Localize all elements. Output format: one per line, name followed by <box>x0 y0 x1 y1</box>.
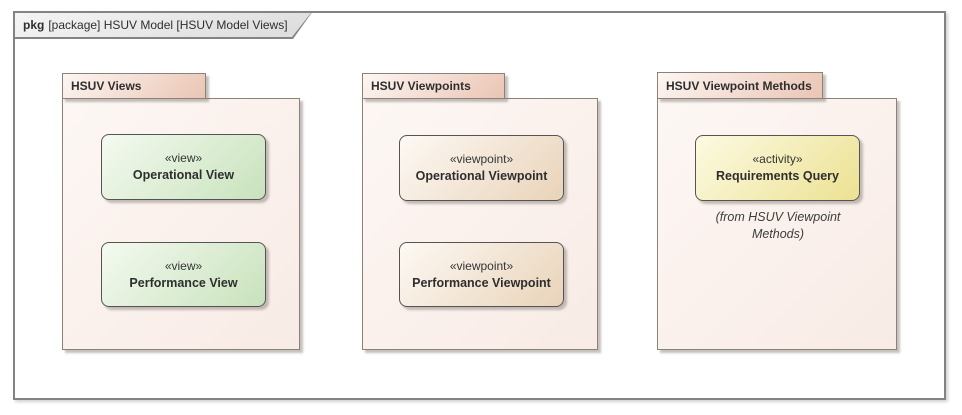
package-tab-hsuv-viewpoints[interactable]: HSUV Viewpoints <box>362 73 505 99</box>
package-name: HSUV Views <box>71 79 142 93</box>
package-body-hsuv-viewpoints[interactable]: «viewpoint» Operational Viewpoint «viewp… <box>362 98 598 350</box>
element-stereotype: «view» <box>164 151 203 165</box>
element-stereotype: «activity» <box>752 152 803 166</box>
element-operational-viewpoint[interactable]: «viewpoint» Operational Viewpoint <box>399 135 564 201</box>
element-name: Requirements Query <box>716 169 839 183</box>
element-operational-view[interactable]: «view» Operational View <box>101 134 266 200</box>
element-requirements-query[interactable]: «activity» Requirements Query <box>695 135 860 201</box>
frame-title: pkg [package] HSUV Model [HSUV Model Vie… <box>23 11 288 39</box>
element-performance-view[interactable]: «view» Performance View <box>101 242 266 307</box>
frame-keyword: pkg <box>23 18 45 32</box>
frame-tab-fill <box>15 13 311 37</box>
element-from-note: (from HSUV Viewpoint Methods) <box>715 210 841 241</box>
element-stereotype: «viewpoint» <box>449 152 514 166</box>
frame-header-tab: pkg [package] HSUV Model [HSUV Model Vie… <box>13 11 313 39</box>
element-name: Operational Viewpoint <box>415 169 548 183</box>
element-name: Performance View <box>129 275 238 290</box>
package-body-hsuv-viewpoint-methods[interactable]: «activity» Requirements Query (from HSUV… <box>657 98 897 350</box>
package-body-hsuv-views[interactable]: «view» Operational View «view» Performan… <box>62 98 300 350</box>
package-name: HSUV Viewpoints <box>371 79 471 93</box>
frame-title-text: [package] HSUV Model [HSUV Model Views] <box>48 18 288 32</box>
package-tab-hsuv-views[interactable]: HSUV Views <box>62 73 206 99</box>
element-stereotype: «view» <box>164 258 203 273</box>
element-name: Performance Viewpoint <box>412 275 551 290</box>
element-name: Operational View <box>132 168 235 182</box>
element-performance-viewpoint[interactable]: «viewpoint» Performance Viewpoint <box>399 242 564 307</box>
package-name: HSUV Viewpoint Methods <box>666 78 812 93</box>
package-tab-hsuv-viewpoint-methods[interactable]: HSUV Viewpoint Methods <box>657 72 823 99</box>
element-stereotype: «viewpoint» <box>449 258 514 273</box>
